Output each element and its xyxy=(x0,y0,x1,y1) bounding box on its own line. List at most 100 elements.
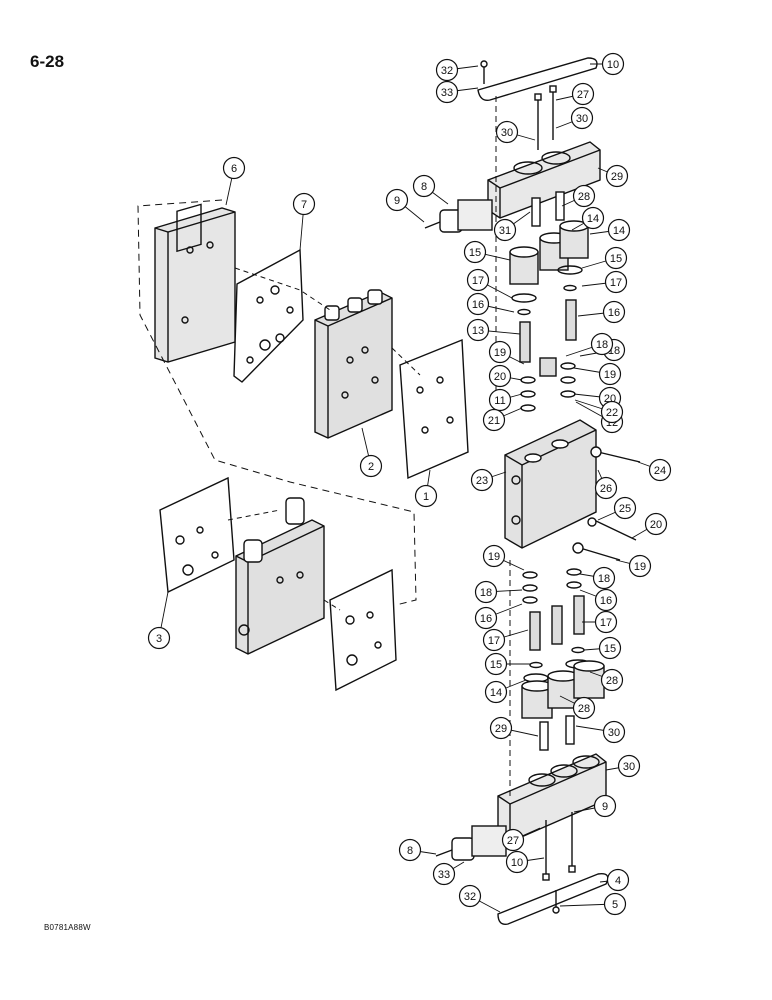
valve-body-1 xyxy=(235,497,325,655)
callout-7: 7 xyxy=(292,192,316,216)
callout-circle xyxy=(458,884,482,908)
callout-number: 33 xyxy=(441,87,453,99)
callout-circle xyxy=(590,332,614,356)
callout-32: 32 xyxy=(435,58,459,82)
callout-circle xyxy=(432,862,456,886)
callout-number: 6 xyxy=(231,163,237,175)
callout-number: 13 xyxy=(472,325,484,337)
callout-circle xyxy=(628,554,652,578)
callout-number: 19 xyxy=(488,551,500,563)
callout-4: 4 xyxy=(606,868,630,892)
callout-10: 10 xyxy=(601,52,625,76)
callout-circle xyxy=(292,192,316,216)
callout-number: 23 xyxy=(476,475,488,487)
callout-circle xyxy=(606,868,630,892)
callout-number: 2 xyxy=(368,461,374,473)
callout-circle xyxy=(594,588,618,612)
callout-number: 16 xyxy=(600,595,612,607)
callout-27: 27 xyxy=(501,828,525,852)
callout-9: 9 xyxy=(385,188,409,212)
callout-number: 8 xyxy=(407,845,413,857)
callout-number: 16 xyxy=(480,613,492,625)
callout-number: 15 xyxy=(469,247,481,259)
callout-circle xyxy=(147,626,171,650)
callout-circle xyxy=(594,610,618,634)
callout-17: 17 xyxy=(466,268,490,292)
callout-circle xyxy=(505,850,529,874)
callout-circle xyxy=(592,566,616,590)
callout-number: 9 xyxy=(602,801,608,813)
callout-number: 32 xyxy=(441,65,453,77)
callout-13: 13 xyxy=(466,318,490,342)
callout-circle xyxy=(495,120,519,144)
callout-circle xyxy=(501,828,525,852)
callout-21: 21 xyxy=(482,408,506,432)
callout-number: 32 xyxy=(464,891,476,903)
callout-number: 15 xyxy=(610,253,622,265)
callout-17: 17 xyxy=(482,628,506,652)
page-number: 6-28 xyxy=(30,52,65,71)
callout-15: 15 xyxy=(463,240,487,264)
callout-5: 5 xyxy=(603,892,627,916)
callout-14: 14 xyxy=(607,218,631,242)
callout-number: 8 xyxy=(421,181,427,193)
callout-number: 11 xyxy=(494,395,505,407)
callout-circle xyxy=(466,318,490,342)
callout-16: 16 xyxy=(594,588,618,612)
callout-19: 19 xyxy=(482,544,506,568)
callout-28: 28 xyxy=(600,668,624,692)
callout-number: 10 xyxy=(511,857,523,869)
callout-circle xyxy=(617,754,641,778)
callout-number: 19 xyxy=(494,347,506,359)
callout-16: 16 xyxy=(466,292,490,316)
callout-circle xyxy=(488,388,512,412)
callout-29: 29 xyxy=(605,164,629,188)
callout-number: 28 xyxy=(578,703,590,715)
callout-circle xyxy=(435,80,459,104)
callout-circle xyxy=(644,512,668,536)
callout-20: 20 xyxy=(488,364,512,388)
callout-circle xyxy=(604,270,628,294)
callout-circle xyxy=(493,218,517,242)
callout-number: 27 xyxy=(507,835,519,847)
callout-26: 26 xyxy=(594,476,618,500)
callout-circle xyxy=(488,364,512,388)
callout-circle xyxy=(605,164,629,188)
callout-circle xyxy=(600,400,624,424)
callout-22: 22 xyxy=(600,400,624,424)
callout-number: 20 xyxy=(494,371,506,383)
callout-number: 15 xyxy=(604,643,616,655)
callout-circle xyxy=(466,292,490,316)
callout-circle xyxy=(648,458,672,482)
callout-circle xyxy=(489,716,513,740)
callout-25: 25 xyxy=(613,496,637,520)
callout-18: 18 xyxy=(592,566,616,590)
callout-3: 3 xyxy=(147,626,171,650)
callout-17: 17 xyxy=(604,270,628,294)
callout-circle xyxy=(600,668,624,692)
callout-30: 30 xyxy=(570,106,594,130)
callout-number: 14 xyxy=(490,687,502,699)
callout-number: 29 xyxy=(495,723,507,735)
callout-circle xyxy=(466,268,490,292)
callout-circle xyxy=(571,82,595,106)
callout-circle xyxy=(222,156,246,180)
gasket-2 xyxy=(159,476,235,594)
gasket-5 xyxy=(233,248,304,383)
callout-8: 8 xyxy=(412,174,436,198)
callout-10: 10 xyxy=(505,850,529,874)
callout-1: 1 xyxy=(414,484,438,508)
figure-code: B0781A88W xyxy=(44,923,91,932)
callout-number: 30 xyxy=(576,113,588,125)
callout-33: 33 xyxy=(435,80,459,104)
callout-30: 30 xyxy=(602,720,626,744)
callout-circle xyxy=(593,794,617,818)
callout-28: 28 xyxy=(572,184,596,208)
callout-number: 17 xyxy=(600,617,612,629)
callout-6: 6 xyxy=(222,156,246,180)
callout-number: 28 xyxy=(606,675,618,687)
callout-circle xyxy=(474,606,498,630)
callout-17: 17 xyxy=(594,610,618,634)
callout-number: 7 xyxy=(301,199,307,211)
